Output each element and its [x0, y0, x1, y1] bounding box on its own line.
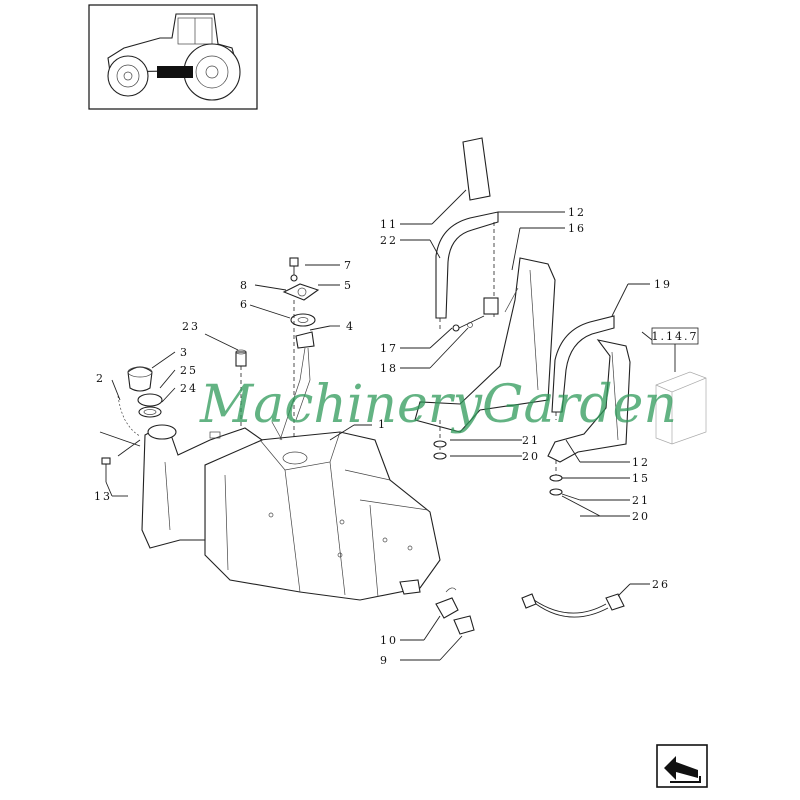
callout-22: 22 — [380, 234, 398, 247]
watermark: MachineryGarden — [199, 375, 677, 435]
fuel-cap — [127, 366, 153, 392]
front-bracket — [414, 257, 556, 460]
fuel-tank — [204, 431, 441, 601]
filler-neck — [141, 424, 264, 549]
screw — [101, 457, 111, 482]
callout-24: 24 — [180, 382, 198, 395]
fitting — [235, 349, 247, 430]
callout-16: 16 — [568, 222, 586, 235]
callout-11: 11 — [380, 218, 398, 231]
callout-20-right: 20 — [632, 510, 650, 523]
callout-19: 19 — [654, 278, 672, 291]
rear-bracket — [547, 315, 631, 496]
cap-seal-ring — [137, 393, 163, 418]
callout-18: 18 — [380, 362, 398, 375]
callout-12-upper: 12 — [568, 206, 586, 219]
callout-21-left: 21 — [522, 434, 540, 447]
callout-20-left: 20 — [522, 450, 540, 463]
callout-6: 6 — [240, 298, 249, 311]
callout-4: 4 — [346, 320, 355, 333]
callout-9: 9 — [380, 654, 389, 667]
battery-box-ghost — [655, 371, 707, 445]
callout-21-right: 21 — [632, 494, 650, 507]
callout-25: 25 — [180, 364, 198, 377]
callout-23: 23 — [182, 320, 200, 333]
callout-15: 15 — [632, 472, 650, 485]
callout-1: 1 — [378, 418, 387, 431]
callout-12-lower: 12 — [632, 456, 650, 469]
callout-labels: 1 2 3 4 5 6 7 8 9 10 11 12 12 13 15 16 1… — [94, 206, 672, 667]
callout-7: 7 — [344, 259, 353, 272]
tractor-thumbnail-icon — [88, 4, 258, 110]
fuel-hose — [521, 593, 625, 618]
callout-leaders — [99, 189, 650, 661]
callout-3: 3 — [180, 346, 189, 359]
cross-reference-box: 1.14.7 — [641, 327, 707, 445]
callout-17: 17 — [380, 342, 398, 355]
callout-8: 8 — [240, 279, 249, 292]
strap-pad — [462, 137, 491, 201]
callout-10: 10 — [380, 634, 398, 647]
drain-valve — [435, 587, 475, 635]
next-page-arrow-icon[interactable] — [656, 744, 708, 788]
retaining-chain — [117, 395, 141, 437]
fuel-level-sender — [271, 257, 320, 441]
callout-2: 2 — [96, 372, 105, 385]
reference-label: 1.14.7 — [652, 330, 699, 343]
callout-13: 13 — [94, 490, 112, 503]
callout-5: 5 — [344, 279, 353, 292]
callout-26: 26 — [652, 578, 670, 591]
